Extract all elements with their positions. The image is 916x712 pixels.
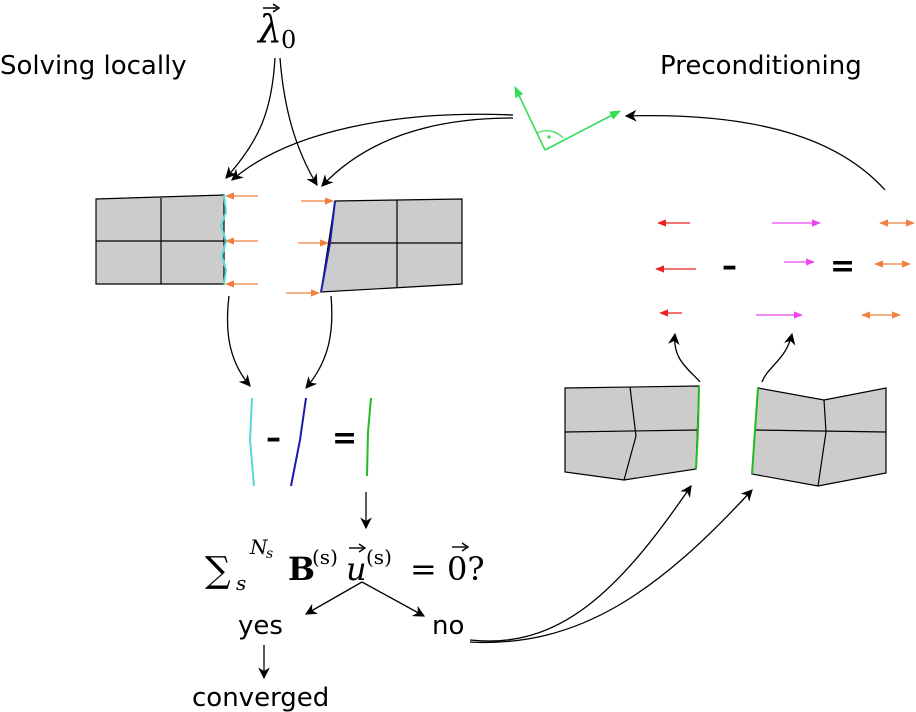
solving-locally-label: Solving locally: [0, 51, 187, 81]
left-interface-trace: [248, 397, 255, 487]
right-force-arrows: [286, 197, 334, 297]
subdomain-right-top: [320, 198, 463, 293]
preconditioning-label: Preconditioning: [660, 51, 862, 81]
equals-sign: =: [332, 421, 357, 456]
lambda-zero-label: λ 0: [256, 3, 296, 54]
precond-minus-sign: –: [722, 249, 737, 284]
preconditioning-up-arrows: [667, 332, 796, 383]
converged-label: converged: [192, 683, 329, 712]
sum-lower-index: s: [236, 571, 246, 595]
interface-jump-equation: – =: [248, 397, 372, 487]
left-force-arrows: [225, 192, 258, 288]
lambda-arrows: [225, 57, 318, 187]
no-branch-arrows: [469, 485, 753, 644]
solve-down-arrows: [226, 295, 333, 389]
preconditioner-to-subdomain-arrows: [231, 113, 514, 187]
no-label: no: [432, 611, 464, 641]
sum-symbol: ∑: [205, 550, 231, 591]
jump-trace: [366, 397, 372, 477]
red-force-arrows: [655, 219, 696, 317]
preconditioning-feedback-arrow: [624, 109, 886, 191]
matrix-b: B: [288, 550, 315, 588]
left-interface-residual: [695, 385, 700, 470]
subdomain-left-bottom: [564, 385, 700, 481]
vector-u-superscript: (s): [366, 545, 392, 569]
vector-arrow-icon: [263, 3, 281, 13]
precond-equals-sign: =: [830, 249, 855, 284]
matrix-b-superscript: (s): [312, 545, 338, 569]
sum-upper-subindex: s: [266, 546, 273, 562]
right-interface-line: [320, 200, 336, 293]
result-force-arrows: [861, 219, 915, 319]
vector-arrow-icon: [349, 543, 367, 553]
branch-arrows: [304, 581, 426, 617]
right-interface-residual: [751, 387, 759, 475]
magenta-force-arrows: [756, 219, 821, 319]
right-interface-trace: [290, 397, 307, 487]
minus-sign: –: [266, 421, 281, 456]
vector-arrow-icon: [452, 542, 470, 552]
vector-u: u: [346, 550, 367, 588]
yes-label: yes: [238, 611, 283, 641]
convergence-condition: ∑ s N s B (s) u (s) = 0?: [205, 535, 485, 595]
right-angle-axes-icon: [514, 85, 621, 151]
sum-upper-index: N: [249, 535, 269, 559]
condition-rhs: = 0?: [410, 550, 485, 588]
subdomain-left-top: [95, 194, 228, 285]
subdomain-right-bottom: [751, 387, 887, 487]
lambda-subscript: 0: [281, 26, 296, 54]
lambda-symbol: λ: [256, 7, 282, 51]
